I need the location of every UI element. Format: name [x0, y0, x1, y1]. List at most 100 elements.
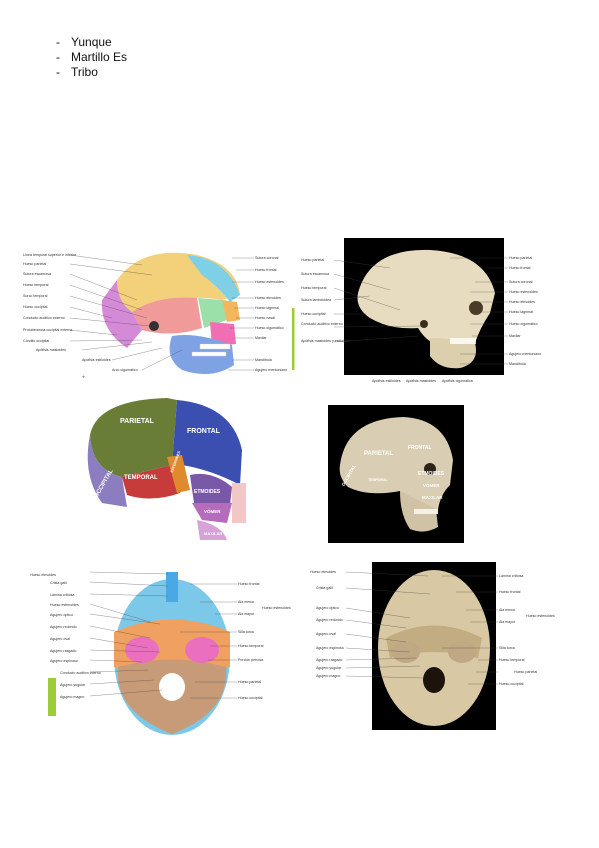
label: Maxilar	[255, 336, 267, 340]
label: Hueso occipital	[301, 312, 326, 316]
label: Agujero magno	[316, 674, 340, 678]
label: Hueso parietal	[23, 262, 46, 266]
label: VÓMER	[423, 481, 440, 488]
label: Hueso parietal	[514, 670, 537, 674]
label: ETMOIDES	[194, 489, 221, 495]
list-item: -Yunque	[56, 35, 112, 49]
figure-base-colored-skull: Hueso etmoides Crista galli Lámina cribo…	[30, 562, 292, 737]
label: VÓMER	[204, 507, 221, 514]
label: Sutura coronal	[255, 256, 279, 260]
label: Ala mayor	[499, 620, 516, 624]
figure-base-photo-skull: Hueso etmoides Crista galli Agujero ópti…	[306, 558, 570, 734]
label: Ala mayor	[238, 612, 255, 616]
label: PARIETAL	[364, 451, 393, 457]
label: PARIETAL	[120, 418, 155, 425]
label: Hueso etmoides	[310, 570, 336, 574]
label: Hueso esfenoides	[255, 280, 284, 284]
right-labels: Sutura coronal Hueso frontal Hueso esfen…	[255, 256, 287, 372]
ear-bones-list: -Yunque -Martillo Es -Tribo	[56, 35, 127, 80]
figure-region-colored-skull: PARIETAL FRONTAL TEMPORAL OCCIPITAL ESFE…	[82, 395, 250, 545]
label: Hueso occipital	[23, 305, 48, 309]
label: FRONTAL	[187, 428, 221, 435]
label: Conducto auditivo interno	[60, 671, 101, 675]
label: Lámina cribosa	[50, 593, 74, 597]
label: Hueso parietal	[238, 680, 261, 684]
figure-lateral-photo-skull: Hueso parietal Sutura escamosa Hueso tem…	[300, 238, 572, 386]
label: Cóndilo occipital	[23, 339, 49, 343]
label: MAXILAR	[422, 495, 443, 500]
label: Mandíbula	[509, 362, 526, 366]
label: FRONTAL	[408, 445, 432, 451]
label: Apófisis mastoides y estiloides	[301, 339, 350, 343]
left-labels: Hueso parietal Sutura escamosa Hueso tem…	[301, 258, 350, 343]
label: Apófisis mastoides	[406, 379, 436, 383]
label: Hueso parietal	[509, 256, 532, 260]
label: Agujero rasgado	[50, 649, 76, 653]
label: Hueso frontal	[509, 266, 531, 270]
left-labels: Línea temporal superior e inferior Hueso…	[23, 253, 138, 372]
label: Silla turca	[238, 630, 254, 634]
label: Hueso cigomático	[255, 326, 284, 330]
bottom-labels: Apófisis estiloides Apófisis mastoides A…	[372, 379, 473, 383]
label: Agujero oval	[50, 637, 70, 641]
label: Hueso esfenoides	[50, 603, 79, 607]
compass-icon: ✛	[82, 375, 86, 379]
label: Hueso lagrimal	[255, 306, 279, 310]
label: Silla turca	[499, 646, 515, 650]
label: Agujero mentoniano	[509, 352, 541, 356]
label: Hueso occipital	[499, 682, 524, 686]
right-labels: Hueso parietal Hueso frontal Sutura coro…	[509, 256, 541, 366]
right-labels: Lámina cribosa Hueso frontal Ala menor A…	[499, 574, 555, 686]
label: Hueso nasal	[255, 316, 275, 320]
label: Hueso occipital	[238, 696, 263, 700]
label: Apófisis estiloides	[82, 358, 111, 362]
figure-region-photo-skull: PARIETAL FRONTAL OCCIPITAL TEMPORAL ETMO…	[328, 405, 464, 543]
label: Agujero yugular	[316, 666, 342, 670]
label: Apófisis estiloides	[372, 379, 401, 383]
label: Sutura lambdoidea	[301, 298, 331, 302]
label: Apófisis mastoides	[36, 348, 66, 352]
label: Hueso cigomático	[509, 322, 538, 326]
label: Agujero óptico	[316, 606, 339, 610]
label: Maxilar	[509, 334, 521, 338]
label: Agujero magno	[60, 695, 84, 699]
label: Hueso frontal	[499, 590, 521, 594]
label: TEMPORAL	[368, 478, 389, 482]
label: Ala menor	[238, 600, 255, 604]
label: Hueso esfenoides	[526, 614, 555, 618]
label: Ala menor	[499, 608, 516, 612]
label: Agujero redondo	[316, 618, 343, 622]
label: Hueso frontal	[238, 582, 260, 586]
label: MAXILAR	[204, 531, 222, 536]
figure-lateral-colored-skull: Línea temporal superior e inferior Hueso…	[22, 240, 297, 385]
label: Conducto auditivo externo	[23, 316, 65, 320]
label: Agujero espinoso	[316, 646, 344, 650]
label: Lámina cribosa	[499, 574, 523, 578]
label: Apófisis cigomática	[442, 379, 473, 383]
label: Mandíbula	[255, 358, 272, 362]
label: Sutura coronal	[509, 280, 533, 284]
list-item: -Tribo	[56, 65, 98, 79]
label: Crista galli	[316, 586, 333, 590]
label: Hueso temporal	[238, 644, 264, 648]
label: Surco temporal	[23, 294, 48, 298]
label: Sutura escamosa	[301, 272, 329, 276]
label: Agujero rasgado	[316, 658, 342, 662]
label: Hueso etmoides	[509, 300, 535, 304]
left-labels: Hueso etmoides Crista galli Lámina cribo…	[30, 573, 101, 699]
label: Sutura escamosa	[23, 272, 51, 276]
label: Agujero espinoso	[50, 659, 78, 663]
accent-bar	[48, 678, 56, 716]
right-labels: Hueso frontal Ala menor Ala mayor Hueso …	[238, 582, 291, 700]
label: Hueso temporal	[499, 658, 525, 662]
label: Conducto auditivo externo	[301, 322, 343, 326]
label: Hueso frontal	[255, 268, 277, 272]
label: Hueso etmoides	[30, 573, 56, 577]
label: Arco cigomático	[112, 368, 138, 372]
label: Agujero yugular	[60, 683, 86, 687]
label: Hueso etmoides	[255, 296, 281, 300]
accent-bar	[292, 308, 295, 370]
label: Hueso parietal	[301, 258, 324, 262]
label: Hueso temporal	[301, 286, 327, 290]
label: Hueso temporal	[23, 283, 49, 287]
